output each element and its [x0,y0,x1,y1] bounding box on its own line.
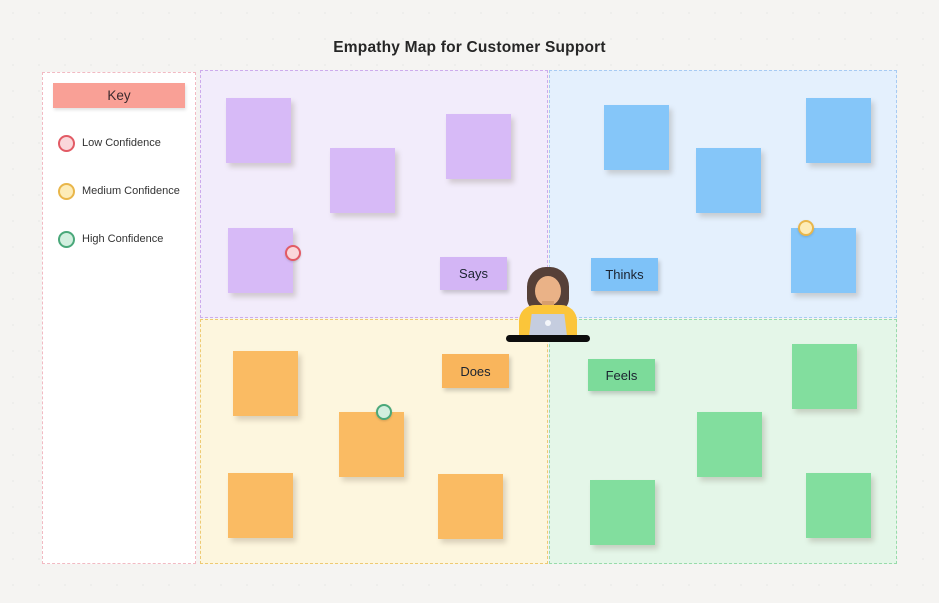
feels-sticky-note[interactable] [806,473,871,538]
quadrant-label-feels[interactable]: Feels [588,359,655,391]
low-confidence-marker-dot[interactable] [285,245,301,261]
key-item-label: Low Confidence [82,137,161,149]
says-sticky-note[interactable] [446,114,511,179]
person-avatar[interactable] [505,265,595,345]
key-item-label: High Confidence [82,233,164,245]
does-sticky-note[interactable] [339,412,404,477]
thinks-sticky-note[interactable] [791,228,856,293]
thinks-sticky-note[interactable] [806,98,871,163]
quadrant-says[interactable]: Says [200,70,548,318]
desk-line [506,335,590,342]
medium-confidence-marker-dot[interactable] [798,220,814,236]
does-sticky-note[interactable] [228,473,293,538]
key-item: Low Confidence [43,134,195,152]
quadrant-label-does[interactable]: Does [442,354,509,388]
confidence-dot-icon [58,230,75,248]
key-item: Medium Confidence [43,182,195,200]
thinks-sticky-note[interactable] [696,148,761,213]
quadrant-feels[interactable]: Feels [549,319,897,564]
does-sticky-note[interactable] [233,351,298,416]
high-confidence-marker-dot[interactable] [376,404,392,420]
feels-sticky-note[interactable] [697,412,762,477]
says-sticky-note[interactable] [228,228,293,293]
says-sticky-note[interactable] [330,148,395,213]
page-title[interactable]: Empathy Map for Customer Support [333,39,606,56]
does-sticky-note[interactable] [438,474,503,539]
confidence-dot-icon [58,182,75,200]
quadrant-label-thinks[interactable]: Thinks [591,258,658,291]
feels-sticky-note[interactable] [792,344,857,409]
confidence-dot-icon [58,134,75,152]
key-item-label: Medium Confidence [82,185,180,197]
says-sticky-note[interactable] [226,98,291,163]
quadrant-thinks[interactable]: Thinks [549,70,897,318]
key-item: High Confidence [43,230,195,248]
key-header: Key [53,83,185,108]
thinks-sticky-note[interactable] [604,105,669,170]
feels-sticky-note[interactable] [590,480,655,545]
quadrant-does[interactable]: Does [200,319,548,564]
laptop-logo-dot [545,320,551,326]
quadrant-label-says[interactable]: Says [440,257,507,290]
